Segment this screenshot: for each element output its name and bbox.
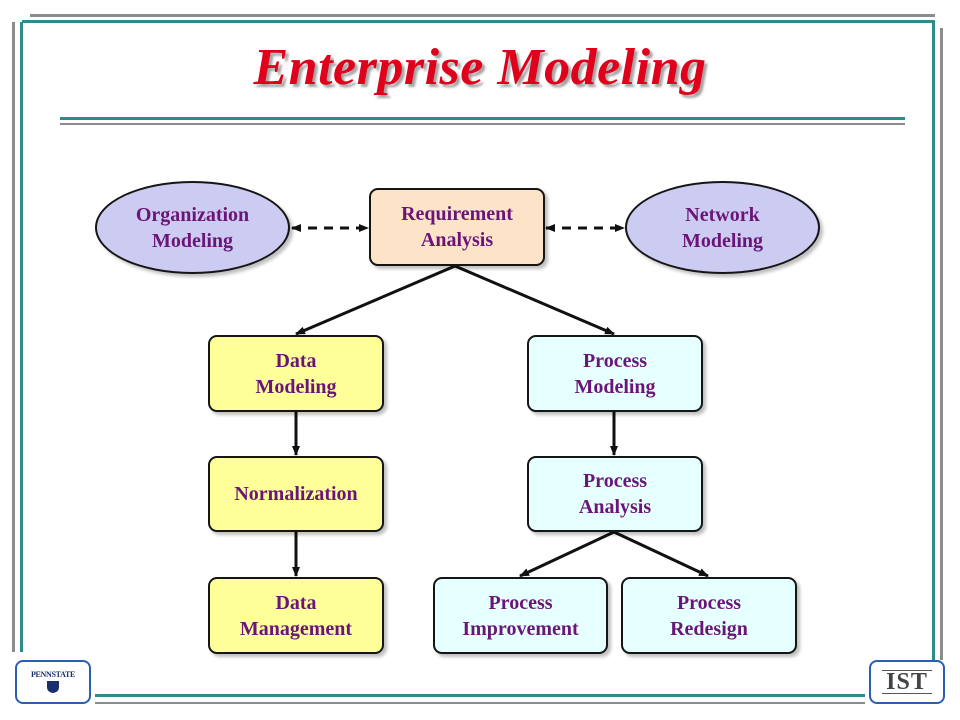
node-data-modeling-label: Data Modeling: [255, 349, 337, 398]
frame-top-gray: [30, 14, 935, 17]
frame-top-teal: [22, 20, 932, 23]
node-process-analysis: Process Analysis: [527, 456, 703, 532]
edge-requirement-process-modeling: [454, 264, 615, 336]
frame-left-gray: [12, 22, 15, 652]
node-normalization: Normalization: [208, 456, 384, 532]
node-data-management: Data Management: [208, 577, 384, 654]
node-organization-modeling: Organization Modeling: [95, 181, 290, 274]
node-data-modeling: Data Modeling: [208, 335, 384, 412]
shield-icon: [47, 681, 59, 693]
edge-process-analysis-improvement: [519, 530, 615, 578]
edge-requirement-data-modeling: [295, 264, 456, 336]
frame-left-teal: [20, 22, 23, 652]
node-requirement-analysis-label: Requirement Analysis: [401, 203, 513, 251]
node-process-improvement: Process Improvement: [433, 577, 608, 654]
node-network-modeling: Network Modeling: [625, 181, 820, 274]
node-network-modeling-label: Network Modeling: [681, 203, 764, 252]
node-process-modeling-label: Process Modeling: [574, 349, 656, 398]
node-data-management-label: Data Management: [239, 591, 353, 640]
frame-bottom-gray: [95, 702, 865, 704]
frame-bottom-teal: [95, 694, 865, 697]
node-process-improvement-label: Process Improvement: [462, 591, 579, 640]
ist-logo-text: IST: [882, 670, 932, 694]
node-organization-modeling-label: Organization Modeling: [135, 203, 250, 252]
node-process-redesign: Process Redesign: [621, 577, 797, 654]
title-underline-teal: [60, 117, 905, 120]
node-process-analysis-label: Process Analysis: [578, 470, 652, 518]
pennstate-logo: PENNSTATE: [15, 660, 91, 704]
frame-right-teal: [932, 20, 935, 660]
title-underline-gray: [60, 123, 905, 125]
ist-logo: IST: [869, 660, 945, 704]
node-normalization-label: Normalization: [234, 483, 358, 505]
edge-process-analysis-redesign: [613, 530, 709, 578]
pennstate-logo-text: PENNSTATE: [30, 670, 76, 679]
node-process-modeling: Process Modeling: [527, 335, 703, 412]
node-process-redesign-label: Process Redesign: [670, 591, 748, 640]
slide-title: Enterprise Modeling: [253, 39, 707, 96]
node-requirement-analysis: Requirement Analysis: [369, 188, 545, 266]
frame-right-gray: [940, 28, 943, 660]
